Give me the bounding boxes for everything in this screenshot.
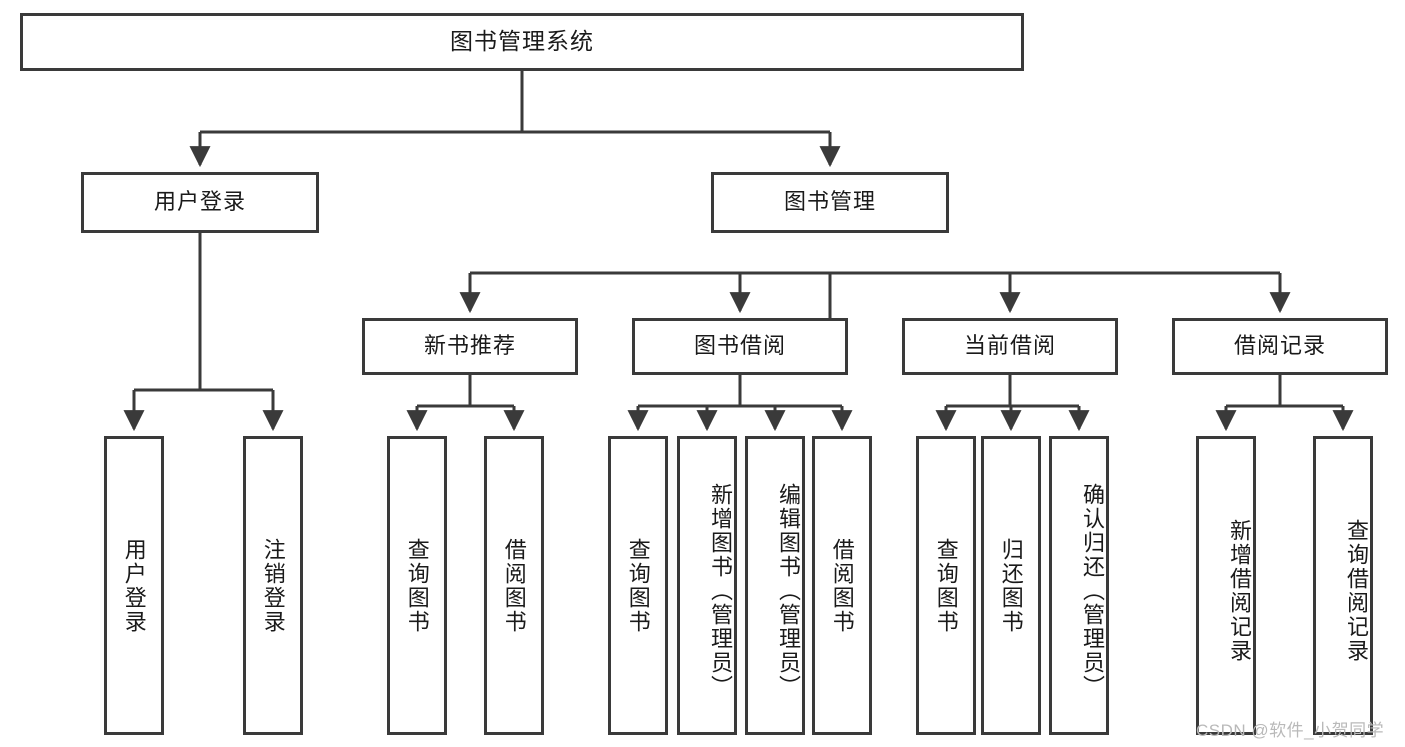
- node-root-system[interactable]: 图书管理系统: [20, 13, 1024, 71]
- leaf-borrow-book-new[interactable]: 借阅图书: [484, 436, 544, 735]
- leaf-add-borrow-record[interactable]: 新增借阅记录: [1196, 436, 1256, 735]
- leaf-query-book-new[interactable]: 查询图书: [387, 436, 447, 735]
- leaf-user-login[interactable]: 用户登录: [104, 436, 164, 735]
- leaf-edit-book-admin[interactable]: 编辑图书（管理员）: [745, 436, 805, 735]
- node-new-book-recommend[interactable]: 新书推荐: [362, 318, 578, 375]
- node-borrow-record[interactable]: 借阅记录: [1172, 318, 1388, 375]
- leaf-return-book[interactable]: 归还图书: [981, 436, 1041, 735]
- node-book-borrow[interactable]: 图书借阅: [632, 318, 848, 375]
- leaf-borrow-book[interactable]: 借阅图书: [812, 436, 872, 735]
- node-book-management[interactable]: 图书管理: [711, 172, 949, 233]
- leaf-add-book-admin[interactable]: 新增图书（管理员）: [677, 436, 737, 735]
- leaf-logout[interactable]: 注销登录: [243, 436, 303, 735]
- csdn-watermark: CSDN @软件_小贺同学: [1196, 721, 1385, 740]
- leaf-query-borrow-record[interactable]: 查询借阅记录: [1313, 436, 1373, 735]
- node-current-borrow[interactable]: 当前借阅: [902, 318, 1118, 375]
- leaf-confirm-return-admin[interactable]: 确认归还（管理员）: [1049, 436, 1109, 735]
- node-user-login[interactable]: 用户登录: [81, 172, 319, 233]
- leaf-query-book-borrow[interactable]: 查询图书: [608, 436, 668, 735]
- leaf-query-book-current[interactable]: 查询图书: [916, 436, 976, 735]
